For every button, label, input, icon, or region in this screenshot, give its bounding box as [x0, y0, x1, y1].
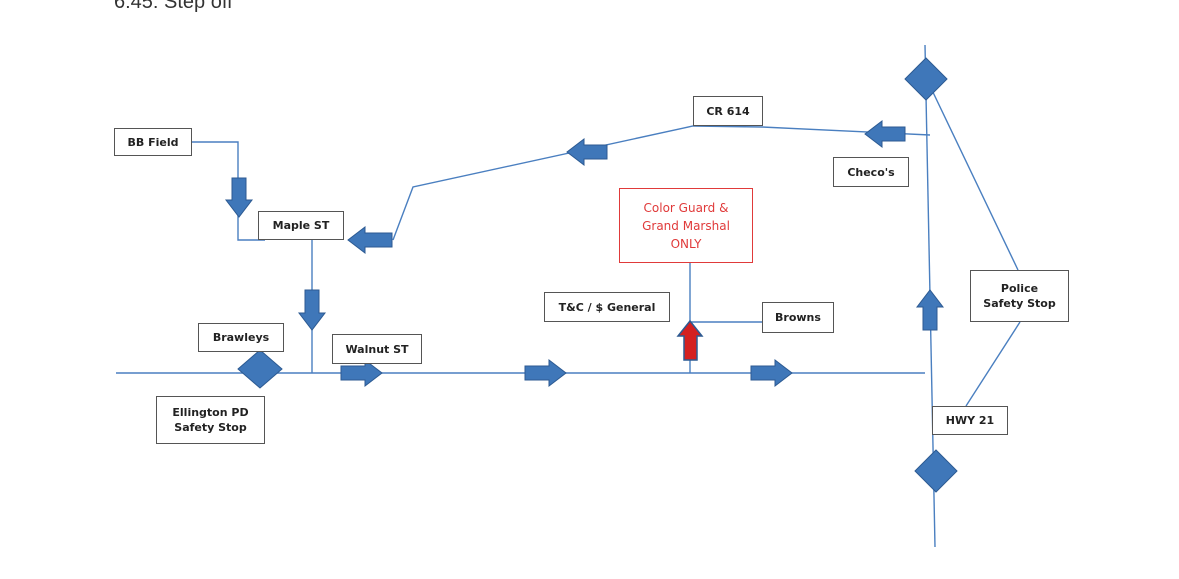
label-tc-general: T&C / $ General: [544, 292, 670, 322]
arrow-down-bb-field: [224, 177, 254, 218]
diamond-marker-brawleys: [237, 349, 283, 389]
label-ellington-pd-line2: Safety Stop: [174, 421, 247, 434]
label-color-guard: Color Guard & Grand Marshal ONLY: [619, 188, 753, 263]
label-walnut-st: Walnut ST: [332, 334, 422, 364]
direction-arrows: [224, 119, 945, 388]
label-checos-text: Checo's: [847, 165, 895, 179]
header-text: 6:45: Step off: [114, 0, 233, 13]
label-maple-st-text: Maple ST: [272, 219, 330, 232]
label-maple-st: Maple ST: [258, 211, 344, 240]
police-loop-road: [929, 85, 1019, 271]
arrow-up-highway: [915, 289, 945, 331]
label-hwy-21: HWY 21: [932, 406, 1008, 435]
diamond-marker-top: [904, 57, 948, 101]
label-police-stop-line1: Police: [1000, 282, 1039, 295]
label-color-guard-line1: Color Guard &: [643, 200, 729, 215]
label-cr-614: CR 614: [693, 96, 763, 126]
arrow-right-east: [750, 358, 793, 388]
label-color-guard-line2: Grand Marshal: [642, 218, 730, 233]
label-hwy-21-text: HWY 21: [945, 414, 995, 427]
arrow-down-maple: [297, 289, 327, 331]
label-checos: Checo's: [833, 157, 909, 187]
arrow-right-walnut: [340, 358, 383, 388]
label-police-stop-line2: Safety Stop: [983, 297, 1056, 310]
markers: [237, 57, 958, 493]
arrow-right-mid: [524, 358, 567, 388]
label-brawleys: Brawleys: [198, 323, 284, 352]
label-police-stop: Police Safety Stop: [970, 270, 1069, 322]
label-walnut-st-text: Walnut ST: [345, 342, 409, 356]
label-ellington-pd: Ellington PD Safety Stop: [156, 396, 265, 444]
arrow-left-cr614: [566, 137, 608, 167]
cr-614-road: [392, 125, 931, 241]
label-bb-field-text: BB Field: [127, 135, 179, 149]
label-browns: Browns: [762, 302, 834, 333]
label-browns-text: Browns: [775, 311, 821, 324]
arrow-left-maple: [347, 225, 393, 255]
label-tc-general-text: T&C / $ General: [558, 300, 656, 314]
label-color-guard-line3: ONLY: [670, 236, 702, 251]
label-bb-field: BB Field: [114, 128, 192, 156]
label-ellington-pd-line1: Ellington PD: [172, 406, 249, 419]
arrow-up-color-guard: [676, 319, 704, 361]
label-cr-614-text: CR 614: [706, 104, 750, 118]
arrow-left-checos: [864, 119, 906, 149]
bb-field-road: [192, 141, 265, 241]
label-brawleys-text: Brawleys: [212, 331, 270, 344]
police-loop-road-lower: [965, 321, 1021, 407]
diamond-marker-bottom: [914, 449, 958, 493]
